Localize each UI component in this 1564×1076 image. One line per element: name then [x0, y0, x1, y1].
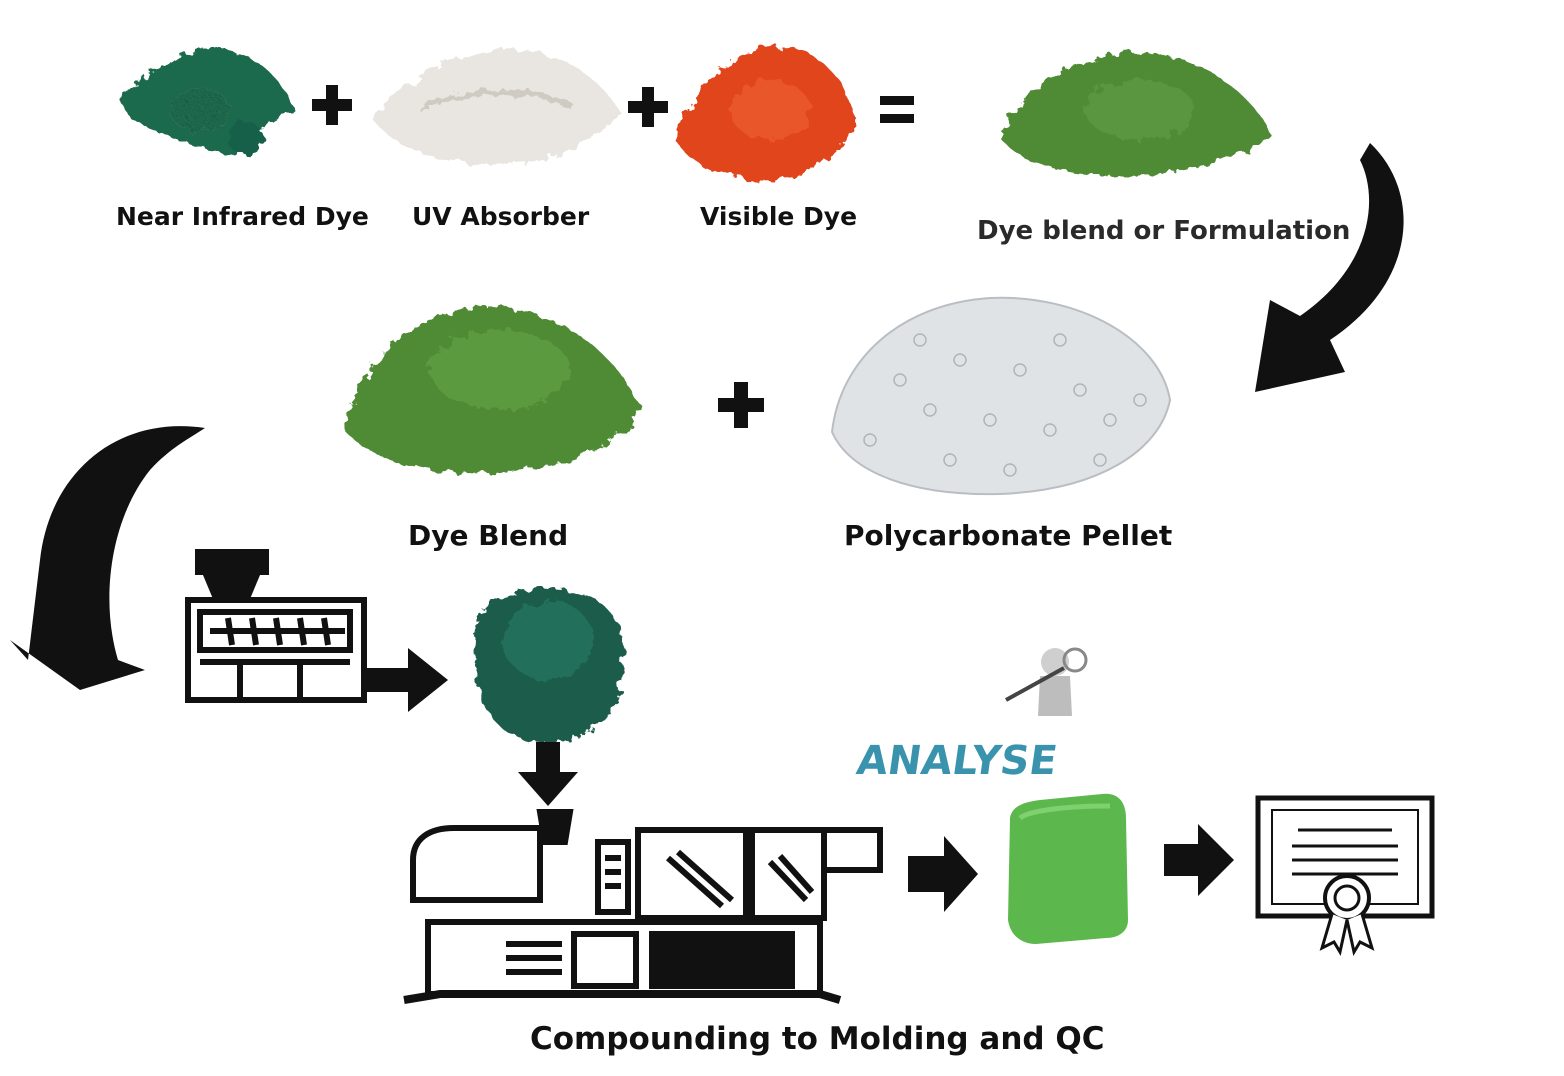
arrow-right-icon-2 [908, 836, 978, 912]
dye-blend-label: Dye Blend [408, 519, 569, 552]
dye-blend-formulation-powder [1000, 51, 1272, 176]
injection-molding-machine-icon [403, 809, 883, 1004]
uv-absorber-pile [372, 49, 620, 165]
uv-absorber-powder [372, 49, 620, 165]
certificate-icon [1255, 795, 1435, 957]
polycarbonate-pellet-pile [830, 296, 1172, 496]
polycarbonate-pellet-label: Polycarbonate Pellet [844, 519, 1173, 552]
molded-part [1008, 793, 1128, 944]
arrow-down-icon [518, 742, 578, 806]
analyse-text: ANALYSE [854, 738, 1060, 784]
process-caption: Compounding to Molding and QC [530, 1021, 1105, 1057]
extruder-icon [185, 549, 367, 703]
plus-sign-2 [628, 87, 668, 127]
magnifier-person-icon [1005, 647, 1088, 716]
curved-arrow-down-left [10, 426, 205, 690]
dye-blend-powder [344, 306, 642, 473]
uv-absorber-label: UV Absorber [412, 202, 590, 231]
arrow-right-icon-3 [1164, 824, 1234, 896]
curved-arrow-down-right [1255, 143, 1404, 392]
nir-dye-powder [118, 49, 296, 156]
equals-sign [880, 96, 914, 123]
arrow-right-icon [366, 648, 448, 712]
visible-dye-powder [676, 45, 856, 181]
near-infrared-dye-label: Near Infrared Dye [116, 202, 369, 231]
visible-dye-label: Visible Dye [700, 202, 858, 231]
dye-blend-formulation-label: Dye blend or Formulation [977, 216, 1351, 246]
polycarbonate-pellets [830, 296, 1172, 496]
plus-sign-3 [718, 382, 764, 428]
plus-sign-1 [312, 85, 352, 125]
green-pellets [473, 588, 625, 743]
